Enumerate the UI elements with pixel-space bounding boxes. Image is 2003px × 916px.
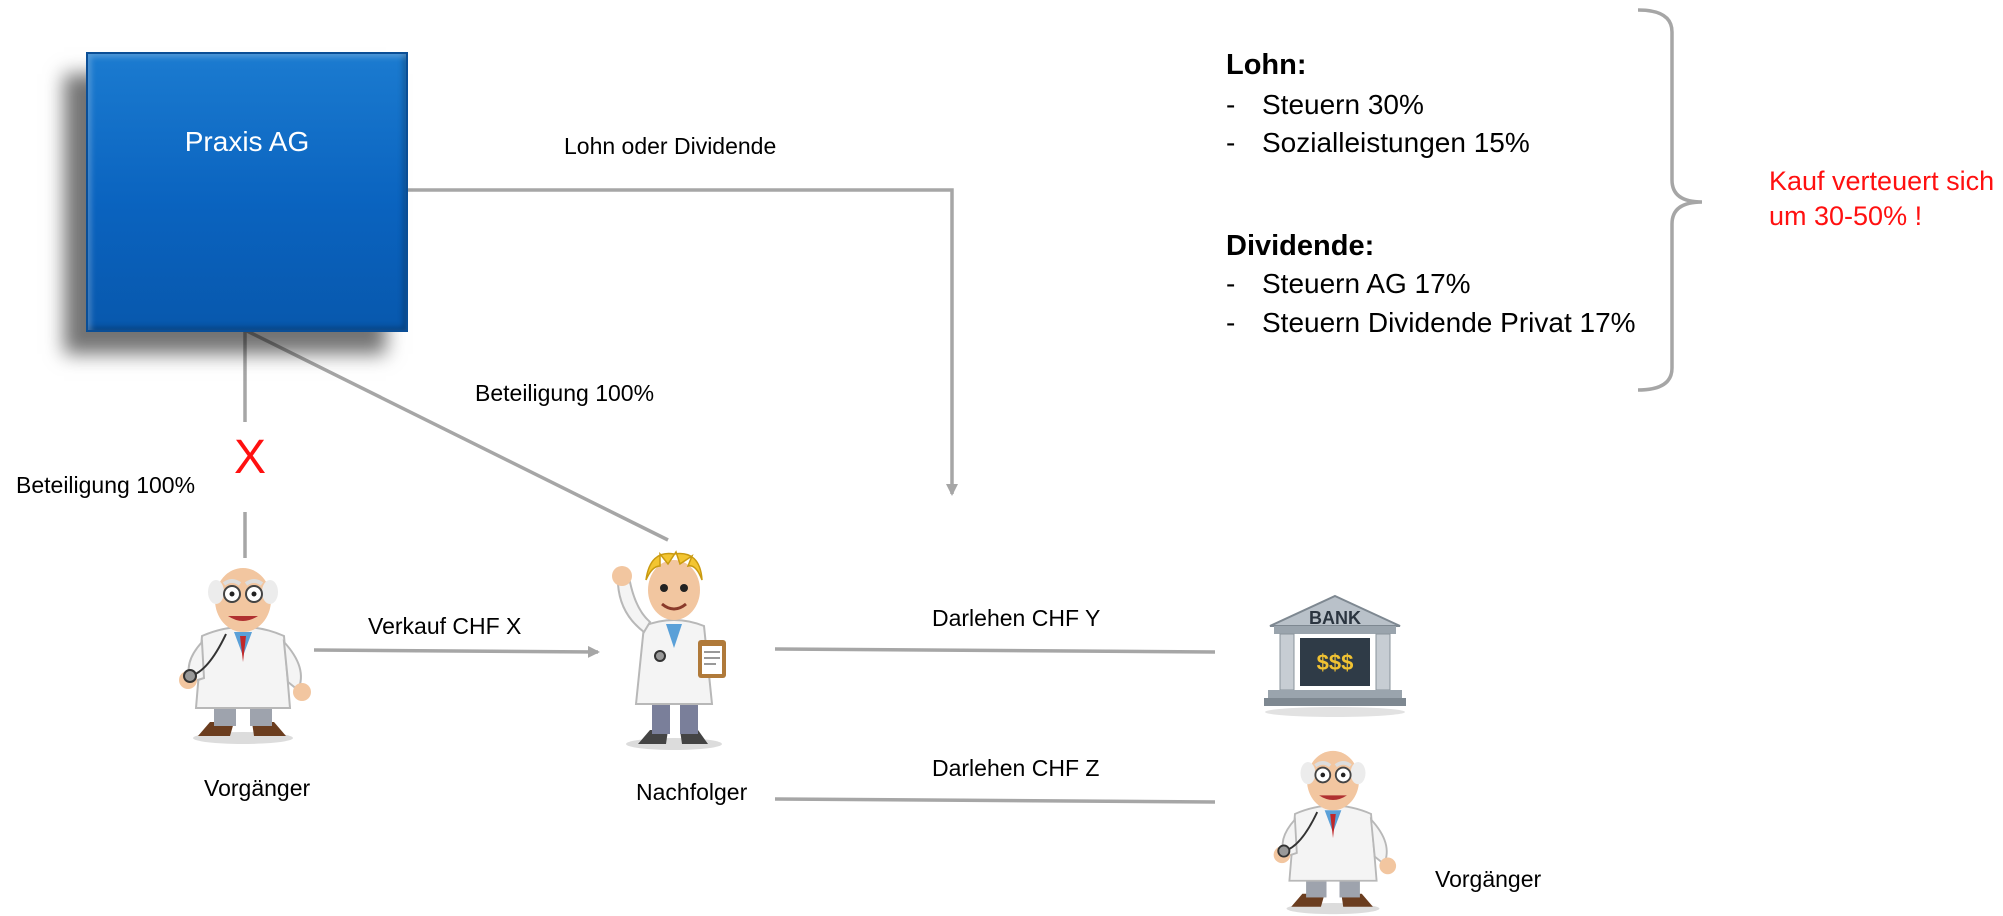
vorgaenger-lender-label: Vorgänger — [1435, 866, 1542, 892]
darlehen-vendor-line — [774, 797, 1216, 804]
lohn-bullet-1: - — [1226, 89, 1236, 120]
bank-money-text: $$$ — [1317, 650, 1354, 675]
nachfolger-label: Nachfolger — [636, 779, 748, 805]
dividende-bullet-2: - — [1226, 307, 1236, 338]
dividende-item-steuern-privat: Steuern Dividende Privat 17% — [1262, 307, 1636, 338]
beteiligung-new-label: Beteiligung 100% — [475, 380, 655, 406]
lohn-oder-dividende-label: Lohn oder Dividende — [564, 133, 777, 159]
dividende-item-steuern-ag: Steuern AG 17% — [1262, 268, 1471, 299]
verkauf-label: Verkauf CHF X — [368, 613, 522, 639]
old-doctor-icon — [179, 568, 311, 744]
darlehen-vendor-label: Darlehen CHF Z — [932, 755, 1100, 781]
bank-sign-text: BANK — [1309, 608, 1361, 628]
dividende-title: Dividende: — [1226, 230, 1375, 262]
lohn-dividende-arrow — [404, 188, 958, 496]
company-name: Praxis AG — [184, 126, 310, 157]
lohn-bullet-2: - — [1226, 127, 1236, 158]
bank-icon: BANK $$$ — [1264, 594, 1406, 717]
darlehen-bank-line — [774, 647, 1216, 654]
vorgaenger-label: Vorgänger — [204, 775, 311, 801]
lohn-title: Lohn: — [1226, 49, 1307, 81]
summary-brace — [1637, 8, 1703, 392]
dividende-bullet-1: - — [1226, 268, 1236, 299]
lohn-item-steuern: Steuern 30% — [1262, 89, 1424, 120]
beteiligung-old-label: Beteiligung 100% — [16, 472, 196, 498]
young-doctor-icon — [612, 550, 726, 750]
beteiligung-new-line — [244, 328, 669, 542]
cancelled-cross-mark: X — [234, 431, 267, 484]
lohn-item-sozialleistungen: Sozialleistungen 15% — [1262, 127, 1530, 158]
lender-doctor-icon — [1273, 750, 1397, 915]
darlehen-bank-label: Darlehen CHF Y — [932, 605, 1101, 631]
company-box: Praxis AG — [86, 52, 408, 332]
verkauf-arrow — [313, 645, 600, 658]
result-note: Kauf verteuert sich um 30-50% ! — [1769, 166, 1995, 231]
